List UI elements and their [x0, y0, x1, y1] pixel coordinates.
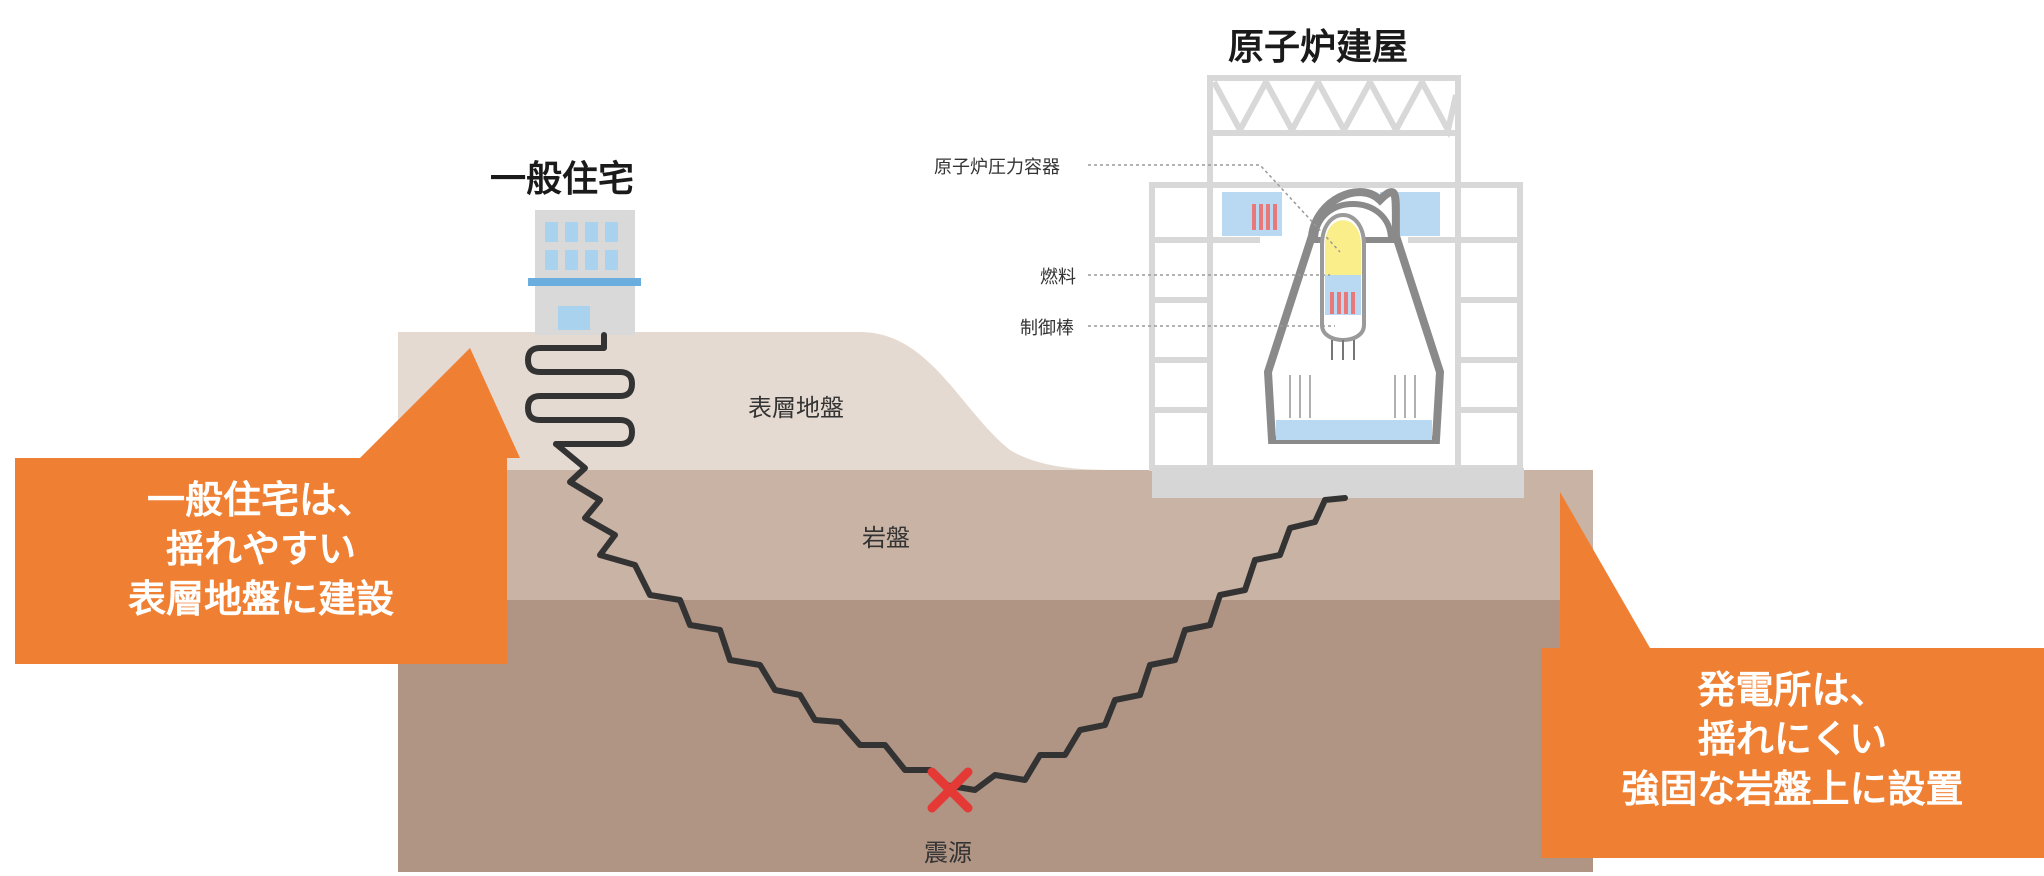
callout-left: 一般住宅は、 揺れやすい 表層地盤に建設	[15, 458, 507, 664]
control-rods	[1330, 292, 1355, 314]
leader-lines	[1088, 164, 1341, 327]
callout-right-line-1: 発電所は、	[1697, 668, 1888, 712]
fuel-label: 燃料	[1040, 267, 1076, 288]
reactor-foundation	[1152, 468, 1524, 498]
surface-ground-label: 表層地盤	[748, 394, 844, 422]
callout-left-line-3: 表層地盤に建設	[127, 576, 394, 621]
callout-right-line-2: 揺れにくい	[1697, 717, 1888, 762]
callout-left-line-1: 一般住宅は、	[146, 478, 375, 522]
callout-left-line-2: 揺れやすい	[165, 527, 356, 572]
seismic-waves	[525, 332, 1348, 793]
callout-right-pointer	[1560, 492, 1650, 648]
reactor-building-title: 原子炉建屋	[1228, 27, 1409, 68]
epicenter-label: 震源	[924, 839, 972, 867]
control-rod-label: 制御棒	[1020, 318, 1074, 339]
pressure-vessel-label: 原子炉圧力容器	[934, 157, 1060, 178]
fuel-zone	[1325, 220, 1361, 275]
house-title: 一般住宅	[490, 159, 635, 200]
house-building	[528, 210, 641, 335]
suppression-pool	[1276, 420, 1432, 440]
callout-right-line-3: 強固な岩盤上に設置	[1621, 766, 1964, 811]
callout-left-pointer	[360, 348, 520, 458]
epicenter-x-icon	[927, 767, 973, 813]
callout-right: 発電所は、 揺れにくい 強固な岩盤上に設置	[1541, 648, 2044, 858]
bedrock-label: 岩盤	[862, 524, 910, 552]
surface-ground-layer	[398, 332, 1120, 470]
